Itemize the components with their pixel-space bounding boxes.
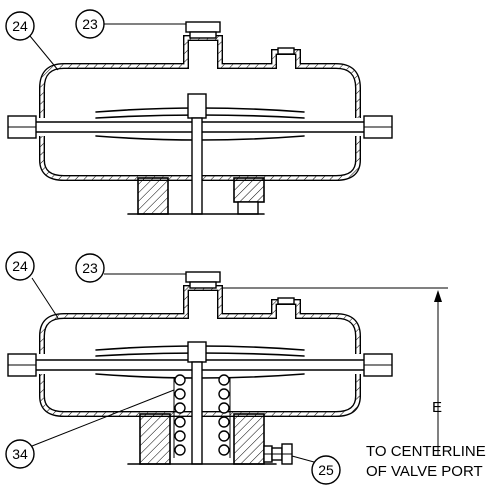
spring-coils — [173, 374, 231, 458]
actuator-stem — [191, 117, 203, 215]
breather-fitting-bottom — [277, 297, 295, 305]
top-plug-cap-bottom — [185, 271, 221, 283]
stem-nut-bottom — [187, 341, 207, 363]
dimension-label: E — [432, 399, 442, 416]
callout-24-bottom: 24 — [5, 251, 59, 319]
svg-text:23: 23 — [82, 16, 98, 32]
callout-23-bottom: 23 — [75, 253, 186, 283]
yoke-left-bottom — [139, 413, 171, 465]
top-plug-neck-bottom — [189, 281, 217, 289]
svg-text:34: 34 — [12, 446, 28, 462]
note-line-2: OF VALVE PORT — [366, 463, 483, 480]
dimension-e: E — [222, 287, 448, 456]
callout-24-top: 24 — [5, 11, 59, 71]
centerline-note: TO CENTERLINE OF VALVE PORT — [366, 443, 486, 480]
top-actuator-view — [7, 21, 393, 215]
svg-text:24: 24 — [12, 258, 28, 274]
callout-25: 25 — [291, 455, 341, 485]
callout-34: 34 — [5, 389, 175, 469]
yoke-right — [233, 177, 265, 203]
stem-nut — [187, 93, 207, 119]
air-connection-fitting — [263, 443, 293, 465]
top-plug-neck — [189, 31, 217, 39]
actuator-stem-bottom — [191, 361, 203, 465]
svg-text:25: 25 — [318, 462, 334, 478]
yoke-left — [137, 177, 169, 215]
svg-text:24: 24 — [12, 18, 28, 34]
callout-23-top: 23 — [75, 9, 186, 39]
svg-text:23: 23 — [82, 260, 98, 276]
note-line-1: TO CENTERLINE — [366, 443, 486, 460]
breather-fitting — [277, 47, 295, 55]
yoke-fitting — [237, 201, 259, 215]
top-plug-cap — [185, 21, 221, 33]
dimension-arrow — [434, 290, 442, 302]
bottom-actuator-view — [7, 271, 393, 465]
yoke-right-bottom — [233, 413, 265, 465]
